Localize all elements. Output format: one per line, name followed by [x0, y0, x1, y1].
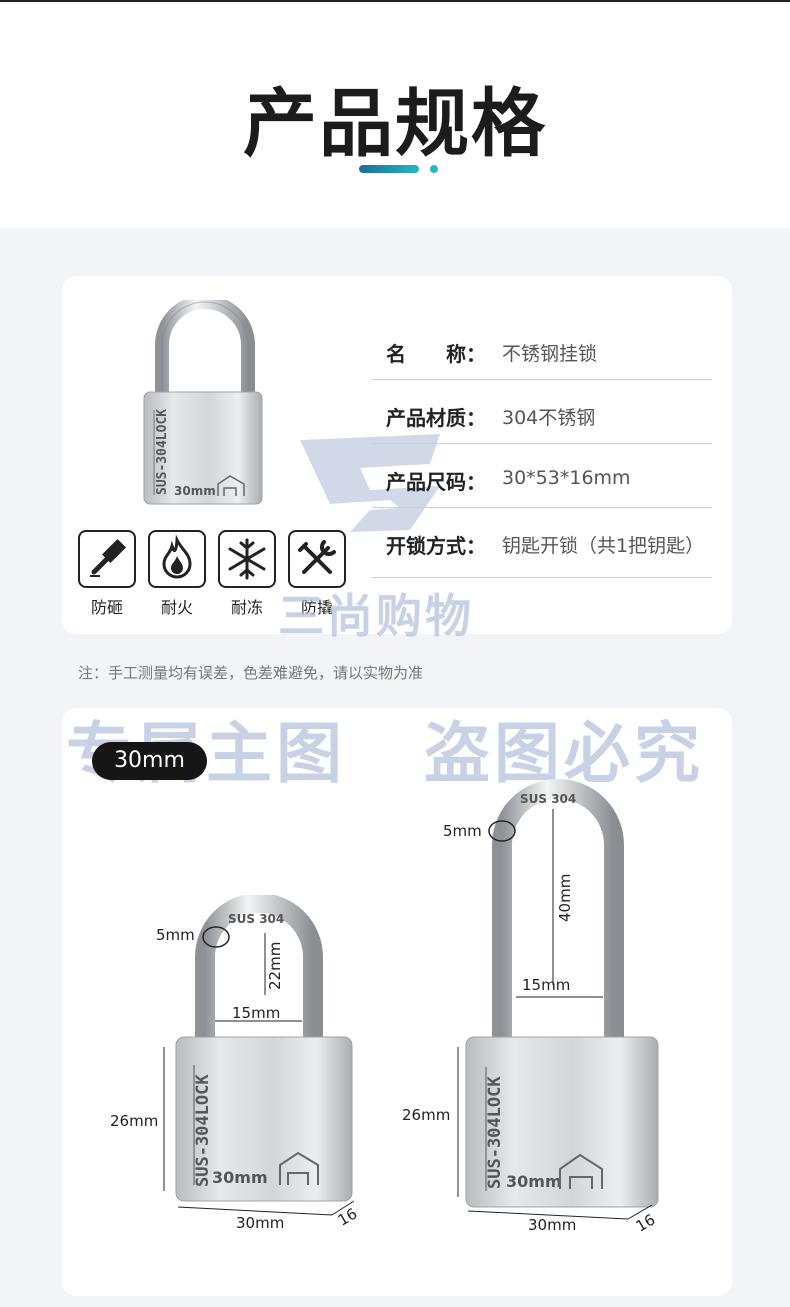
spec-row-unlock: 开锁方式： 钥匙开锁（共1把钥匙）	[372, 508, 712, 578]
long-engraving-vertical: SUS-304LOCK	[485, 1076, 505, 1189]
title-accent-dot	[430, 165, 438, 173]
long-body-width: 30mm	[528, 1216, 577, 1234]
short-shackle-engraving: SUS 304	[228, 912, 284, 926]
tools-icon	[298, 540, 336, 574]
spec-row-name: 名 称： 不锈钢挂锁	[372, 316, 712, 380]
title-accent-bar	[359, 165, 419, 173]
thumbnail-engraving-vertical: SUS-304LOCK	[155, 409, 170, 495]
feature-snowflake	[218, 530, 276, 588]
padlock-long-drawing: SUS-304LOCK 30mm SUS 304	[457, 779, 659, 1220]
feature-label: 防砸	[90, 598, 123, 617]
feature-hammer	[78, 530, 136, 588]
short-engraving-size: 30mm	[212, 1168, 268, 1187]
feature-label: 防撬	[300, 598, 333, 617]
short-shackle-diameter: 5mm	[156, 926, 195, 944]
long-clearance: 40mm	[556, 873, 574, 922]
feature-flame	[148, 530, 206, 588]
spec-key: 开锁方式：	[386, 534, 486, 558]
spec-value: 钥匙开锁（共1把钥匙）	[502, 535, 705, 557]
long-shackle-diameter: 5mm	[443, 822, 482, 840]
page-title: 产品规格	[243, 81, 547, 167]
disclaimer-note: 注：手工测量均有误差，色差难避免，请以实物为准	[78, 664, 424, 682]
spec-row-size: 产品尺码： 30*53*16mm	[372, 444, 712, 508]
feature-label: 耐火	[160, 598, 193, 617]
spec-key: 产品材质：	[386, 406, 486, 430]
watermark-brand: 三尚购物	[278, 589, 474, 643]
short-clearance: 22mm	[266, 941, 284, 990]
spec-value: 不锈钢挂锁	[502, 343, 598, 365]
long-engraving-size: 30mm	[506, 1172, 562, 1191]
size-tag: 30mm	[92, 742, 207, 780]
spec-value: 304不锈钢	[502, 407, 596, 429]
short-engraving-vertical: SUS-304LOCK	[193, 1074, 213, 1187]
long-inner-width: 15mm	[522, 976, 571, 994]
spec-row-material: 产品材质： 304不锈钢	[372, 380, 712, 444]
short-body-height: 26mm	[110, 1112, 159, 1130]
long-body-height: 26mm	[402, 1106, 451, 1124]
spec-key: 产品尺码：	[386, 470, 486, 494]
long-shackle-engraving: SUS 304	[520, 792, 576, 806]
hammer-icon	[90, 538, 127, 577]
thumbnail-engraving-size: 30mm	[174, 484, 216, 498]
flame-icon	[162, 534, 192, 579]
feature-label: 耐冻	[230, 598, 263, 617]
top-divider	[0, 0, 790, 2]
spec-key: 名 称：	[386, 342, 486, 366]
feature-tools	[288, 530, 346, 588]
short-body-width: 30mm	[236, 1214, 285, 1232]
short-inner-width: 15mm	[232, 1004, 281, 1022]
spec-value: 30*53*16mm	[502, 467, 631, 489]
padlock-short-drawing: SUS-304LOCK 30mm SUS 304	[163, 895, 355, 1216]
snowflake-icon	[228, 538, 266, 580]
padlock-thumbnail: SUS-304LOCK 30mm	[143, 300, 263, 505]
